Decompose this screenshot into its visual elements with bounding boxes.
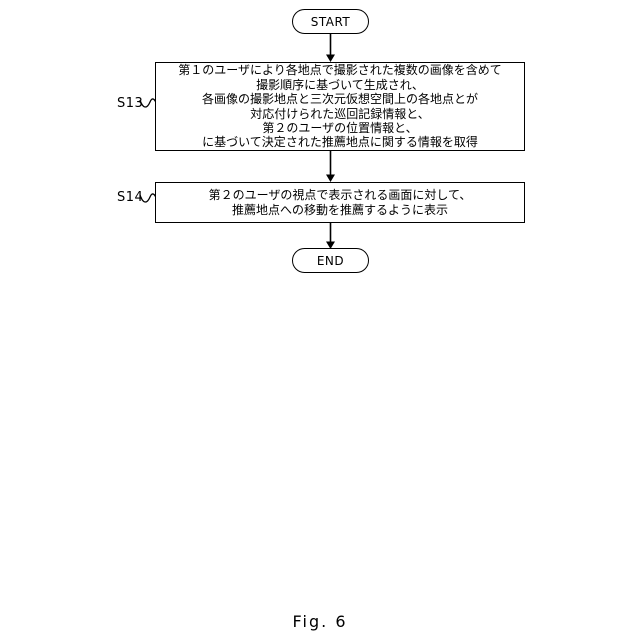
step-box-s13: 第１のユーザにより各地点で撮影された複数の画像を含めて 撮影順序に基づいて生成さ… [155,62,525,151]
step-label-s14: S14 [117,190,143,205]
step-s13-line-6: に基づいて決定された推薦地点に関する情報を取得 [202,135,478,150]
start-terminal: START [292,9,369,34]
step-s14-line-2: 推薦地点への移動を推薦するように表示 [231,202,448,217]
step-s13-line-2: 撮影順序に基づいて生成され、 [256,77,424,92]
step-s13-line-4: 対応付けられた巡回記録情報と、 [250,106,430,121]
step-id-s13: S13 [117,96,144,111]
step-s14-line-1: 第２のユーザの視点で表示される画面に対して、 [208,188,472,203]
end-label: END [316,253,345,268]
start-label: START [310,14,351,29]
step-box-s14: 第２のユーザの視点で表示される画面に対して、 推薦地点への移動を推薦するように表… [155,182,525,223]
step-s13-line-1: 第１のユーザにより各地点で撮影された複数の画像を含めて [178,63,502,78]
arrowhead-s13 [326,54,335,62]
step-id-s14: S14 [117,190,144,205]
step-s13-line-3: 各画像の撮影地点と三次元仮想空間上の各地点とが [201,92,478,107]
arrowhead-s14 [326,174,335,182]
figure-caption: Fig. 6 [292,612,348,631]
step-s13-line-5: 第２のユーザの位置情報と、 [262,120,418,135]
step-label-s13: S13 [117,96,143,111]
end-terminal: END [292,248,369,273]
